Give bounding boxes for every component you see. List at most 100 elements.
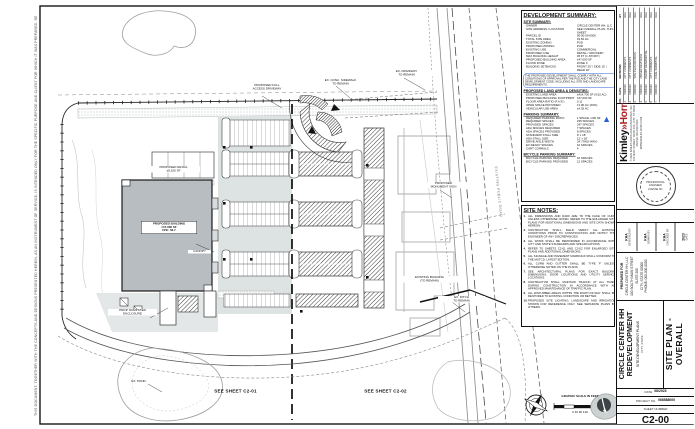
revision-row: 1 00/00/23 CITY COMMENTS KHA [623, 7, 629, 102]
summary-row: EXISTING LAND AREA±414,700 SF (9.52 AC) [524, 93, 615, 97]
development-summary-title: DEVELOPMENT SUMMARY: [523, 12, 597, 19]
row-label: FLOOD ZONE [526, 62, 545, 66]
row-value: 12' x 18' [576, 137, 588, 141]
site-summary-title: SITE SUMMARY: [523, 20, 552, 25]
sheet-title: SITE PLAN - OVERALL [663, 317, 684, 371]
parking-summary-title: PARKING SUMMARY: [523, 112, 560, 117]
rev-col-no: NO. [618, 97, 622, 102]
note-text: SEE ARCHITECTURAL PLANS FOR EXACT BUILDI… [528, 270, 615, 280]
sheet-title-column: SITE PLAN - OVERALL [663, 300, 694, 388]
row-label: ADA SPACES PROVIDED [526, 130, 561, 134]
kimley-horn-logo: Kimley»Horn [617, 103, 630, 162]
row-label: TOTAL SITE AREA [526, 38, 551, 42]
summary-row: FLOOR AREA RATIO (F.A.R.)0.11 [524, 100, 615, 104]
seal-line1: PROFESSIONAL [646, 181, 665, 185]
note-text: PROPOSED SITE LIGHTING, LANDSCAPE AND IR… [528, 299, 615, 309]
credit-cell: 2023 DATE [675, 223, 693, 251]
row-value: SEE OVERALL PLAN, THIS SHEET [576, 27, 614, 35]
revision-table: NO. DATE REVISIONS BY 1 00/00/23 CITY CO… [617, 6, 694, 104]
summary-row: TOTAL SITE AREA±9.52 AC [524, 38, 615, 42]
rev-date: 00/00/23 [649, 83, 653, 94]
rev-date: 00/00/23 [628, 83, 632, 94]
firm-logo-block: Kimley»Horn © 2023 KIMLEY-HORN AND ASSOC… [617, 103, 694, 164]
row-value: PUD [576, 41, 583, 45]
row-value: 235 SPACES [576, 120, 595, 124]
rev-date: 00/00/23 [644, 83, 648, 94]
note-text: CONTRACTOR SHALL MAINTAIN TRAFFIC AT ALL… [528, 281, 615, 291]
client-line: 100 SOUTH MAIN STREET [629, 256, 634, 296]
row-value: ±47,000 SF [576, 97, 592, 101]
prepared-for-label: PREPARED FOR [619, 262, 624, 290]
north-arrow-icon [524, 393, 548, 417]
pond-southwest [117, 347, 223, 422]
row-value: FRONT 25' / SIDE 15' / REAR 20' [576, 65, 607, 72]
credit-value: 2023 [680, 233, 685, 241]
site-note: 5.ALL SIGNAGE AND PAVEMENT MARKINGS SHAL… [524, 255, 615, 261]
row-value: ±1.90 AC (20%) [576, 103, 598, 107]
sheet-number-label: SHEET NUMBER [643, 407, 668, 411]
revision-row: 4 00/00/23 OWNER REVISIONS KHA [639, 7, 645, 102]
row-value: 45 FT (1-STORY) [576, 55, 600, 59]
row-label: EXISTING ZONING [526, 41, 552, 45]
row-value: 12 SPACES [576, 160, 593, 164]
pond-southeast [432, 359, 511, 422]
summary-row: PROPOSED USE RETAIL / GROCERY [524, 51, 615, 55]
note-text: REFER TO SHEETS C2-01 AND C2-02 FOR ENLA… [528, 247, 615, 254]
row-value: 0.11 [576, 100, 583, 104]
sheet-fields-block: DATE 08/2023 PROJECT NO. 068588000 SHEET… [617, 388, 694, 424]
row-value: 7 SPACES [576, 127, 591, 131]
row-value: ±47,000 SF [576, 58, 592, 62]
rev-no: 4 [639, 100, 643, 102]
logo-horn: Horn [617, 103, 630, 125]
rev-description: OWNER REVISIONS [639, 53, 643, 78]
summary-row: SITE ADDRESS / LOCATION SEE OVERALL PLAN,… [524, 27, 615, 35]
client-line: CITY, STATE 00000 [639, 261, 643, 291]
row-label: SITE ADDRESS / LOCATION [526, 27, 565, 31]
row-label: PROPOSED BUILDING AREA [526, 58, 566, 62]
row-value: RETAIL / GROCERY [576, 51, 604, 55]
bicycle-parking-title: BICYCLE PARKING SUMMARY: [523, 152, 576, 157]
rev-date: 00/00/23 [623, 83, 627, 94]
site-note: 1.ALL DIMENSIONS AND RADII ARE TO THE FA… [524, 215, 615, 228]
row-label: EXISTING USE [526, 48, 547, 52]
summary-row: EXISTING ZONING PUD [524, 41, 615, 45]
rev-date: 00/00/23 [633, 83, 637, 94]
row-label: MAX BUILDING HEIGHT [526, 55, 559, 59]
row-label: BICYCLE PARKING REQUIRED [526, 156, 569, 160]
row-label: EV READY SPACES [526, 144, 553, 148]
note-text: ALL DISTURBED AREAS WITHIN THE RIGHT-OF-… [528, 291, 615, 299]
project-title-column: CIRCLE CENTER HH REDEVELOPMENT SITE DEVE… [617, 300, 664, 388]
site-notes-panel: SITE NOTES: 1.ALL DIMENSIONS AND RADII A… [521, 205, 615, 327]
retail-pad [151, 151, 215, 179]
note-text: ALL DIMENSIONS AND RADII ARE TO THE FACE… [528, 215, 615, 228]
title-block-spacer [617, 209, 694, 223]
site-note: 8.CONTRACTOR SHALL MAINTAIN TRAFFIC AT A… [523, 281, 615, 291]
rev-no: 2 [628, 100, 632, 102]
credit-cell: KHA DESIGNED BY [618, 223, 637, 251]
revision-row: 3 00/00/23 SITE PLAN REVISION KHA [633, 7, 640, 102]
note-number: 10. [523, 299, 528, 303]
row-value: ±414,700 SF (9.52 AC) [576, 93, 607, 97]
existing-buildings [395, 119, 455, 337]
note-number: 8. [523, 281, 526, 285]
note-number: 9. [523, 291, 526, 295]
note-number: 4. [523, 247, 526, 251]
row-label: PROPOSED USE [526, 51, 550, 55]
row-label: REQUIRED SPACES [526, 120, 554, 124]
note-number: 6. [523, 262, 526, 266]
logo-phone: PHONE: 000-000-0000 [635, 119, 639, 147]
engineer-seal-icon: PROFESSIONAL ENGINEER LICENSE NO. [635, 166, 676, 206]
rev-by: KHA [623, 11, 627, 17]
row-value: ±4.35 AC [576, 107, 589, 111]
